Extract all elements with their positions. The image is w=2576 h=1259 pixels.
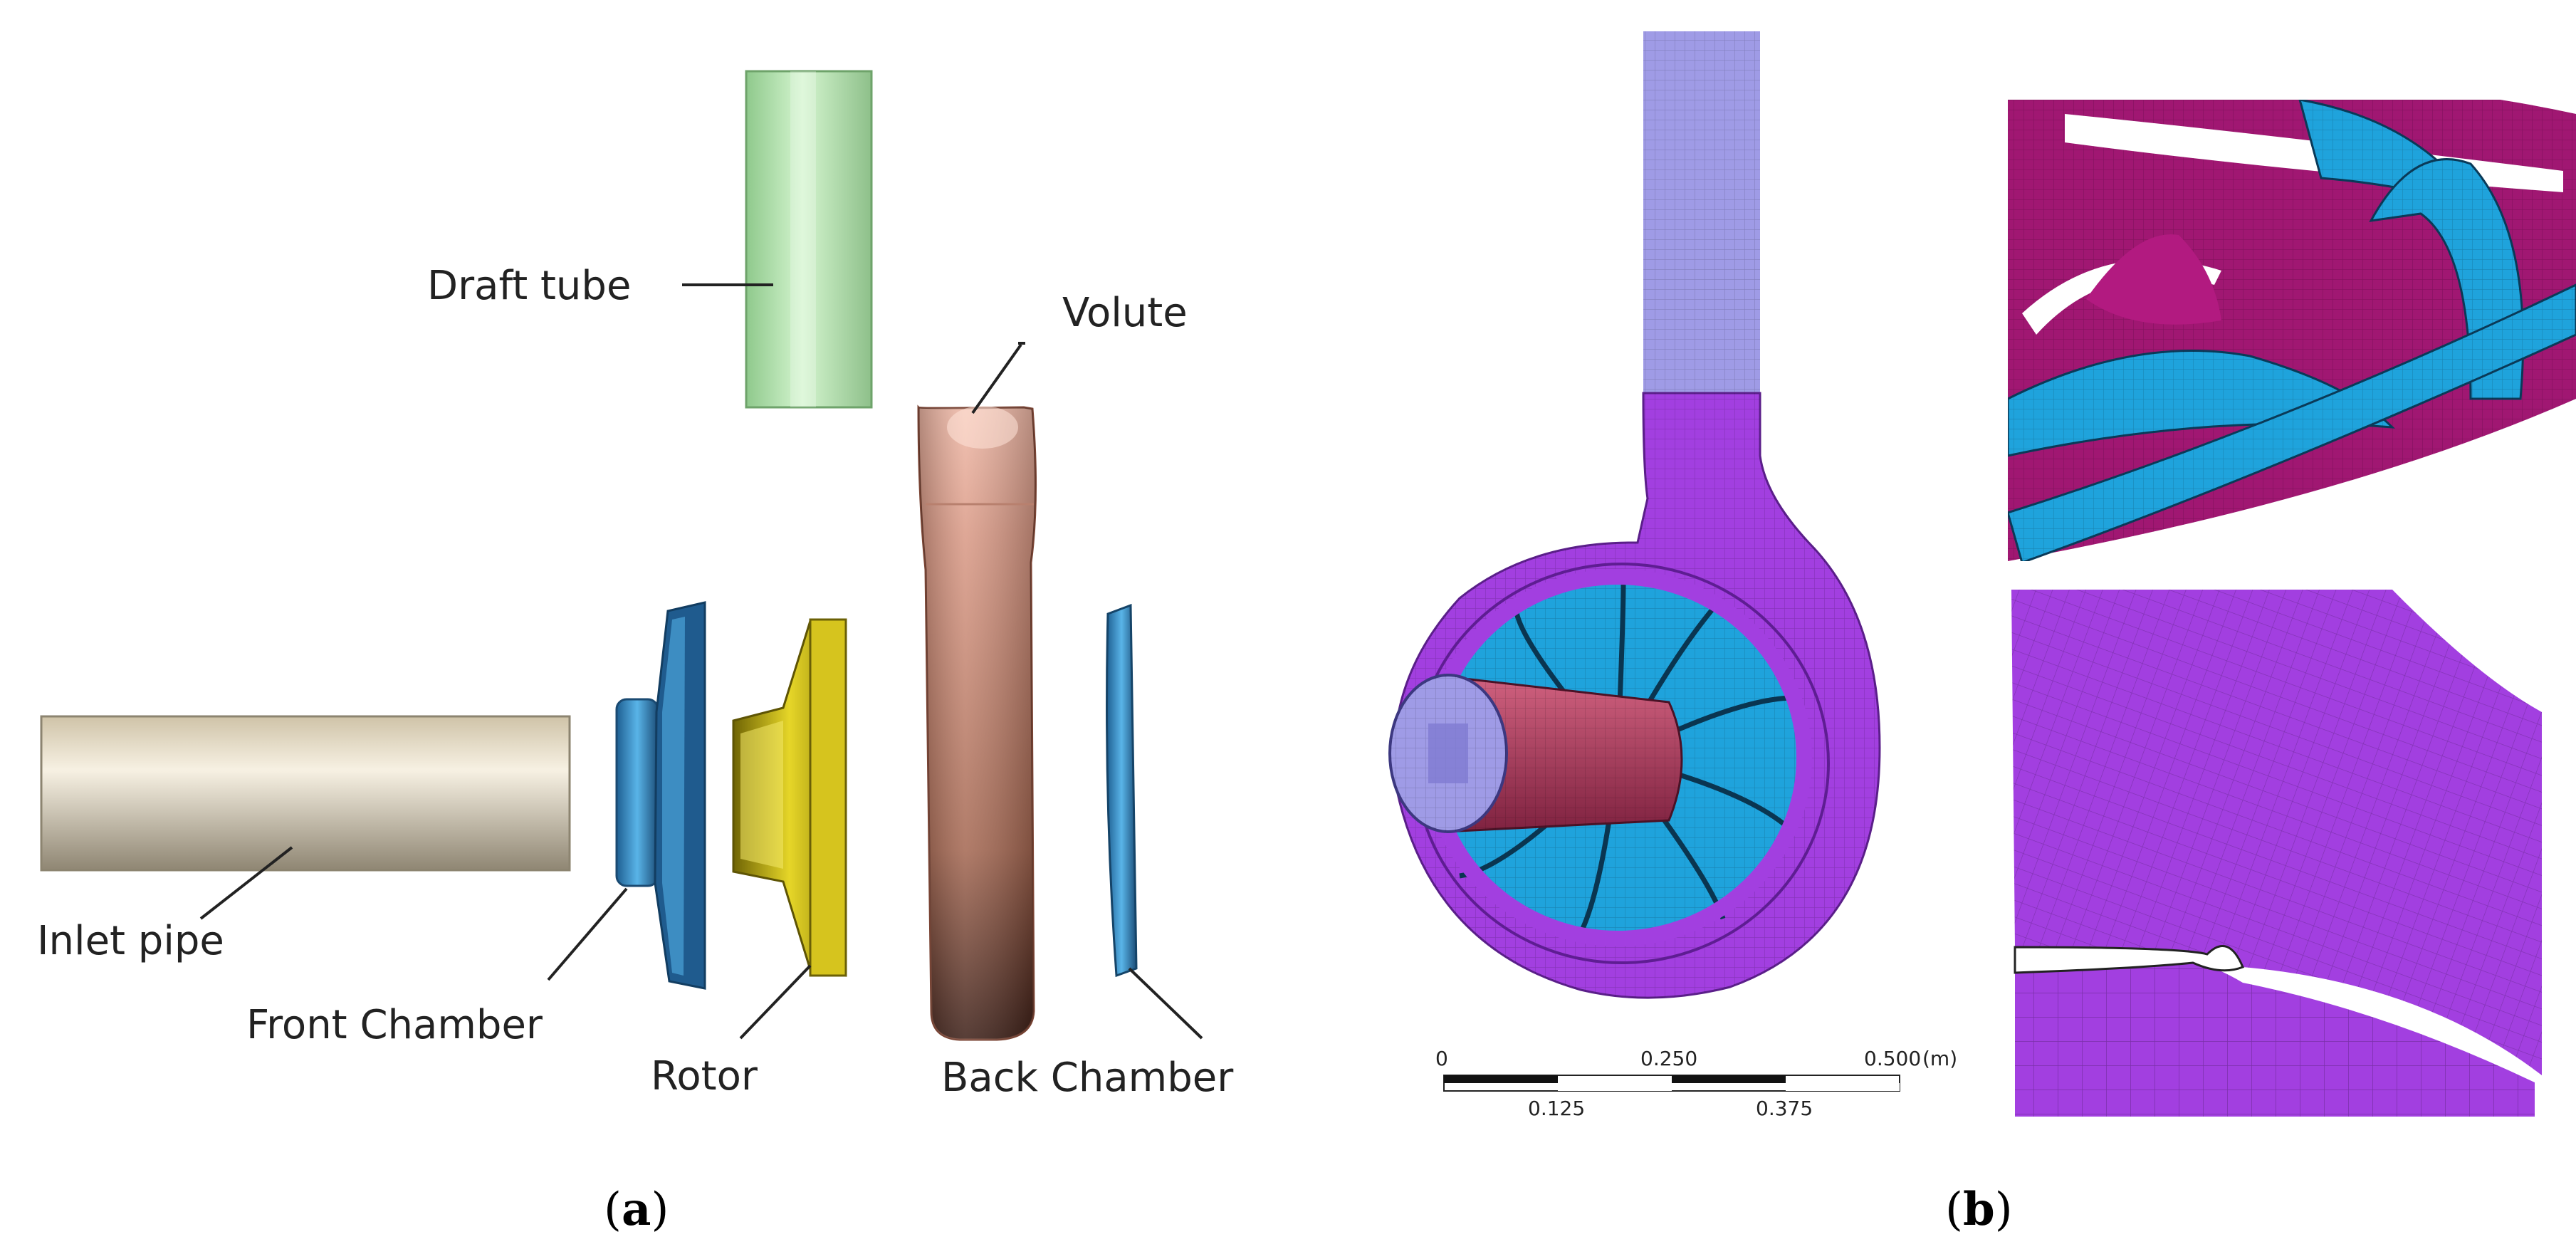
front-chamber-label: Front Chamber: [246, 1002, 543, 1048]
volute-label: Volute: [1062, 290, 1188, 336]
panel-b: 0 0.250 0.500 (m) 0.125 0.375: [1388, 31, 2576, 1236]
draft-tube-label: Draft tube: [427, 263, 631, 309]
panel-a-caption: (a): [604, 1183, 669, 1236]
mesh-outlet-pipe: [1643, 31, 1760, 395]
back-chamber-part: [1106, 603, 1138, 978]
panel-b-caption: (b): [1945, 1183, 2013, 1236]
inlet-pipe-part: [40, 715, 571, 872]
scale-tick-0500: 0.500: [1864, 1047, 1921, 1070]
detail-blade-mesh: [2008, 100, 2576, 561]
scale-tick-0: 0: [1435, 1047, 1448, 1070]
front-chamber-part: [615, 601, 706, 990]
back-chamber-label: Back Chamber: [941, 1055, 1234, 1101]
scale-tick-0375: 0.375: [1756, 1097, 1813, 1120]
draft-tube-part: [745, 70, 873, 409]
scale-unit: (m): [1922, 1047, 1957, 1070]
rotor-label: Rotor: [651, 1053, 758, 1099]
detail-tongue-mesh: [2004, 590, 2576, 1117]
leader-lines: [199, 283, 1203, 1040]
panel-a: Draft tube Volute Inlet pipe Front Chamb…: [37, 70, 1234, 1236]
scale-bar: 0 0.250 0.500 (m) 0.125 0.375: [1435, 1047, 1957, 1120]
rotor-part: [732, 618, 847, 977]
scale-tick-0250: 0.250: [1640, 1047, 1697, 1070]
volute-part: [917, 404, 1037, 1041]
mesh-inlet-pipe: [1388, 674, 1683, 833]
inlet-pipe-label: Inlet pipe: [37, 918, 224, 964]
scale-tick-0125: 0.125: [1528, 1097, 1585, 1120]
